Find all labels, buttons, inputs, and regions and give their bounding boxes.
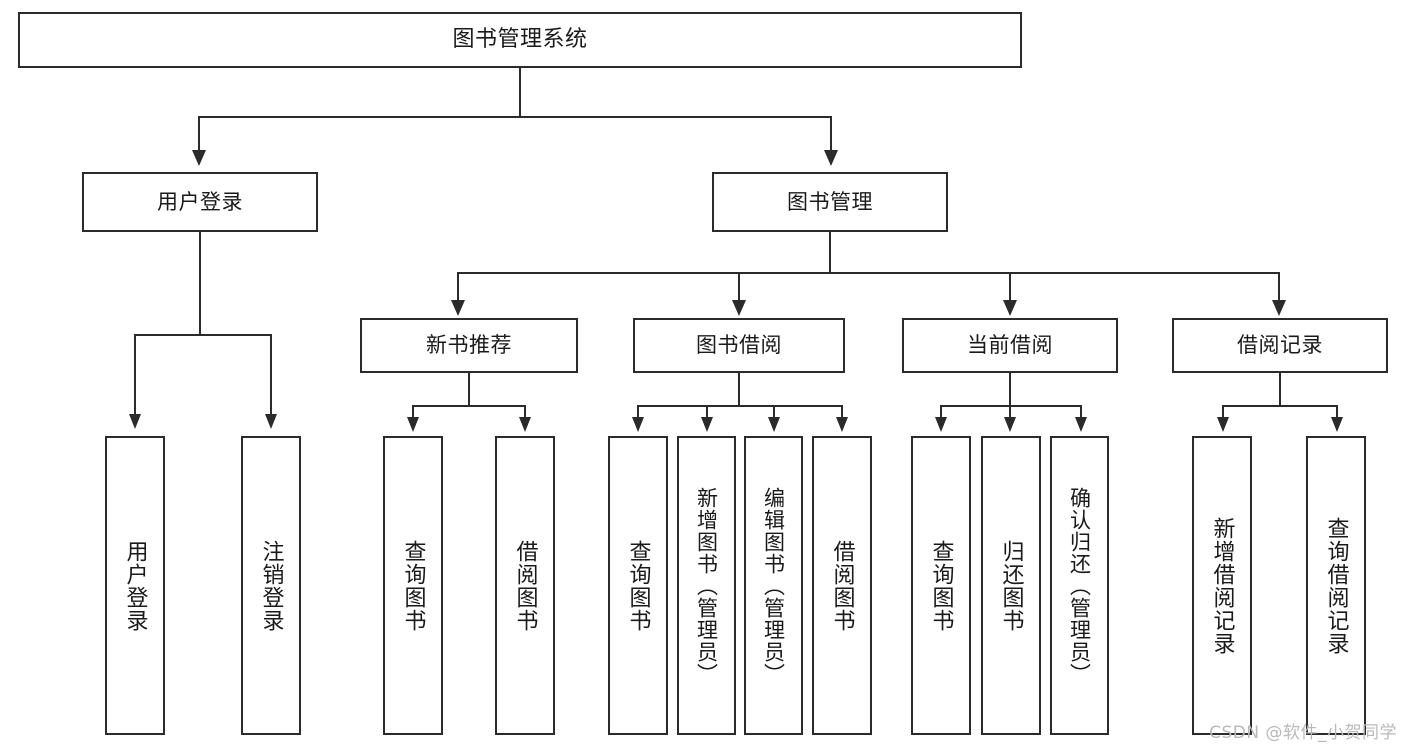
arrowhead-current-borrow: [1003, 300, 1017, 316]
node-current-borrow[interactable]: 当前借阅: [902, 318, 1118, 373]
connector-borrow-record-drop-2: [1336, 405, 1338, 417]
node-label: 用户登录: [157, 189, 243, 214]
arrowhead-leaf-user-login: [129, 414, 141, 429]
connector-book-manage-drop-2: [738, 272, 740, 300]
arrowhead-leaf-query-book-3: [935, 417, 947, 432]
connector-root-to-book-manage: [830, 116, 832, 150]
connector-new-book-stem: [468, 373, 470, 407]
node-book-borrow[interactable]: 图书借阅: [633, 318, 845, 373]
arrowhead-user-login: [192, 150, 206, 166]
connector-current-borrow-drop-3: [1080, 405, 1082, 417]
arrowhead-leaf-query-book-2: [632, 417, 644, 432]
leaf-query-book-borrow[interactable]: 查询图书: [608, 436, 668, 735]
connector-root-to-user-login: [198, 116, 200, 150]
connector-new-book-drop-1: [412, 405, 414, 417]
node-book-management[interactable]: 图书管理: [712, 172, 948, 232]
connector-borrow-record-drop-1: [1222, 405, 1224, 417]
connector-book-borrow-drop-4: [841, 405, 843, 417]
node-user-login[interactable]: 用户登录: [82, 172, 318, 232]
arrowhead-leaf-borrow-book-2: [836, 417, 848, 432]
node-label: 图书管理: [787, 189, 873, 214]
node-label: 查询图书: [400, 539, 426, 632]
connector-book-borrow-drop-3: [773, 405, 775, 417]
arrowhead-leaf-edit-book: [768, 417, 780, 432]
leaf-edit-book-admin[interactable]: 编辑图书（管理员）: [744, 436, 803, 735]
node-borrow-record[interactable]: 借阅记录: [1172, 318, 1388, 373]
leaf-add-borrow-record[interactable]: 新增借阅记录: [1192, 436, 1252, 735]
leaf-confirm-return-admin[interactable]: 确认归还（管理员）: [1050, 436, 1109, 735]
connector-book-borrow-drop-1: [637, 405, 639, 417]
node-label: 当前借阅: [967, 333, 1053, 358]
node-label: 借阅记录: [1237, 333, 1323, 358]
arrowhead-leaf-add-record: [1217, 417, 1229, 432]
node-root-system[interactable]: 图书管理系统: [18, 12, 1022, 68]
leaf-borrow-book[interactable]: 借阅图书: [812, 436, 872, 735]
node-new-book-recommend[interactable]: 新书推荐: [360, 318, 578, 373]
leaf-add-book-admin[interactable]: 新增图书（管理员）: [677, 436, 736, 735]
node-label: 查询图书: [625, 539, 651, 632]
leaf-query-borrow-record[interactable]: 查询借阅记录: [1306, 436, 1366, 735]
node-label: 新书推荐: [426, 333, 512, 358]
arrowhead-leaf-logout: [265, 414, 277, 429]
node-label: 编辑图书（管理员）: [761, 486, 786, 685]
node-label: 图书管理系统: [452, 27, 588, 53]
node-label: 查询图书: [928, 539, 954, 632]
leaf-query-book-new[interactable]: 查询图书: [383, 436, 443, 735]
connector-user-login-stem: [199, 232, 201, 336]
arrowhead-new-book: [451, 300, 465, 316]
arrowhead-book-manage: [824, 150, 838, 166]
arrowhead-leaf-borrow-book-1: [519, 417, 531, 432]
connector-book-borrow-stem: [738, 373, 740, 407]
node-label: 注销登录: [258, 539, 284, 632]
node-label: 归还图书: [998, 539, 1024, 632]
node-label: 新增图书（管理员）: [694, 486, 719, 685]
node-label: 用户登录: [122, 539, 148, 632]
leaf-borrow-book-new[interactable]: 借阅图书: [495, 436, 555, 735]
connector-book-manage-drop-1: [457, 272, 459, 300]
arrowhead-leaf-add-book: [701, 417, 713, 432]
arrowhead-leaf-return-book: [1004, 417, 1016, 432]
connector-borrow-record-bar: [1222, 405, 1338, 407]
connector-root-bar: [198, 116, 832, 118]
connector-book-manage-stem: [829, 232, 831, 274]
connector-book-manage-drop-3: [1009, 272, 1011, 300]
arrowhead-leaf-query-book-1: [407, 417, 419, 432]
csdn-watermark: CSDN @软件_小贺同学: [1209, 723, 1397, 743]
connector-user-login-drop-2: [270, 334, 272, 414]
node-label: 借阅图书: [512, 539, 538, 632]
arrowhead-leaf-query-record: [1331, 417, 1343, 432]
connector-book-borrow-bar: [637, 405, 843, 407]
node-label: 确认归还（管理员）: [1067, 486, 1092, 685]
node-label: 图书借阅: [696, 333, 782, 358]
connector-borrow-record-stem: [1279, 373, 1281, 407]
connector-user-login-bar: [134, 334, 272, 336]
arrowhead-leaf-confirm-return: [1075, 417, 1087, 432]
node-label: 借阅图书: [829, 539, 855, 632]
leaf-logout[interactable]: 注销登录: [241, 436, 301, 735]
connector-user-login-drop-1: [134, 334, 136, 414]
arrowhead-book-borrow: [732, 300, 746, 316]
connector-current-borrow-stem: [1009, 373, 1011, 407]
connector-new-book-bar: [412, 405, 526, 407]
leaf-user-login[interactable]: 用户登录: [105, 436, 165, 735]
connector-book-manage-bar: [457, 272, 1280, 274]
connector-root-stem: [519, 68, 521, 117]
arrowhead-borrow-record: [1272, 300, 1286, 316]
leaf-query-book-current[interactable]: 查询图书: [911, 436, 971, 735]
connector-current-borrow-bar: [940, 405, 1082, 407]
node-label: 新增借阅记录: [1209, 516, 1235, 655]
connector-current-borrow-drop-2: [1009, 405, 1011, 417]
connector-book-borrow-drop-2: [706, 405, 708, 417]
node-label: 查询借阅记录: [1323, 516, 1349, 655]
leaf-return-book[interactable]: 归还图书: [981, 436, 1041, 735]
connector-current-borrow-drop-1: [940, 405, 942, 417]
connector-new-book-drop-2: [524, 405, 526, 417]
connector-book-manage-drop-4: [1278, 272, 1280, 300]
